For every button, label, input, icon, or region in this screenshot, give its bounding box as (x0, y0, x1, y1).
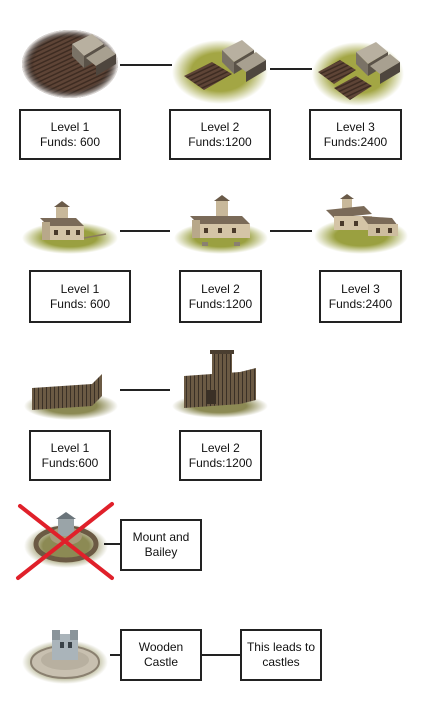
castles-note-line2: castles (262, 655, 300, 669)
connector-line (104, 543, 120, 545)
wooden-castle-label-line2: Castle (143, 655, 178, 669)
wooden-castle-image (20, 624, 110, 686)
level-label: Level 2 (200, 119, 240, 134)
farm-level-1-image (20, 28, 120, 100)
stockade-level-1-image (22, 366, 120, 422)
connector-line (270, 230, 312, 232)
farm-level-3-image (310, 38, 406, 108)
manor-level-3-image (312, 194, 410, 256)
farm-level-1-box: Level 1 Funds: 600 (19, 109, 121, 160)
connector-line (270, 68, 312, 70)
stockade-level-2-image (170, 350, 270, 420)
funds-label: Funds: 600 (39, 134, 101, 149)
level-label: Level 2 (201, 281, 240, 296)
wooden-castle-label-line1: Wooden (138, 640, 184, 654)
castles-note-line1: This leads to (246, 640, 316, 654)
funds-label: Funds:2400 (328, 296, 393, 311)
funds-label: Funds:1200 (188, 455, 253, 470)
connector-line (110, 654, 120, 656)
manor-level-1-box: Level 1 Funds: 600 (29, 270, 131, 323)
manor-level-2-image (172, 194, 270, 256)
stockade-level-1-box: Level 1 Funds:600 (29, 430, 111, 481)
level-label: Level 3 (341, 281, 380, 296)
funds-label: Funds:600 (41, 455, 99, 470)
mount-and-bailey-label-line1: Mount and (132, 530, 190, 544)
mount-and-bailey-box: Mount and Bailey (120, 519, 202, 571)
manor-level-1-image (20, 198, 120, 256)
manor-level-3-box: Level 3 Funds:2400 (319, 270, 402, 323)
farm-level-2-image (170, 36, 270, 106)
connector-line (120, 230, 170, 232)
funds-label: Funds:1200 (188, 296, 253, 311)
wooden-castle-box: Wooden Castle (120, 629, 202, 681)
castles-note-box: This leads to castles (240, 629, 322, 681)
funds-label: Funds:1200 (188, 134, 252, 149)
stockade-level-2-box: Level 2 Funds:1200 (179, 430, 262, 481)
mount-and-bailey-image (14, 500, 118, 582)
mount-and-bailey-label-line2: Bailey (144, 545, 178, 559)
level-label: Level 1 (50, 440, 90, 455)
farm-level-3-box: Level 3 Funds:2400 (309, 109, 402, 160)
funds-label: Funds:2400 (323, 134, 388, 149)
level-label: Level 1 (60, 281, 100, 296)
connector-line (202, 654, 240, 656)
connector-line (120, 389, 170, 391)
level-label: Level 2 (201, 440, 240, 455)
level-label: Level 1 (50, 119, 90, 134)
manor-level-2-box: Level 2 Funds:1200 (179, 270, 262, 323)
connector-line (120, 64, 172, 66)
farm-level-2-box: Level 2 Funds:1200 (169, 109, 271, 160)
level-label: Level 3 (336, 119, 375, 134)
funds-label: Funds: 600 (49, 296, 111, 311)
